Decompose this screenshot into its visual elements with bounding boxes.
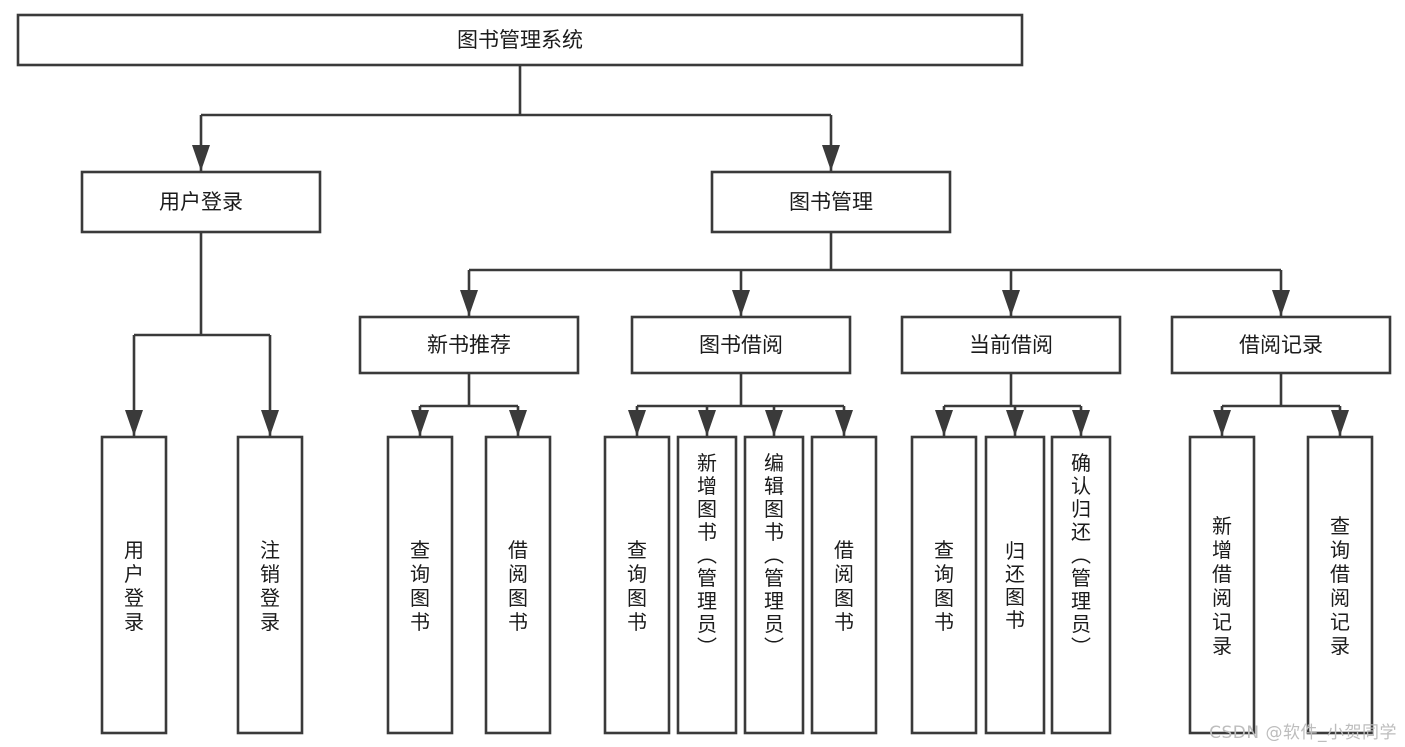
node-新增借阅记录-box[interactable]	[1188, 435, 1256, 735]
node-借阅图书-box[interactable]	[484, 435, 552, 735]
arrow-head-icon	[192, 145, 210, 171]
node-新书推荐-label: 新书推荐	[427, 333, 511, 357]
arrow-head-icon	[698, 410, 716, 436]
node-用户登录[interactable]: 用户登录	[80, 170, 322, 234]
arrow-head-icon	[509, 410, 527, 436]
node-确认归还管理员[interactable]: 确认归还︵管理员︶	[1050, 435, 1112, 735]
node-图书借阅[interactable]: 图书借阅	[630, 315, 852, 375]
node-新书推荐-box[interactable]	[358, 315, 580, 375]
node-图书借阅-box[interactable]	[630, 315, 852, 375]
node-借阅图书[interactable]: 借阅图书	[810, 435, 878, 735]
node-归还图书-box[interactable]	[984, 435, 1046, 735]
arrow-head-icon	[1006, 410, 1024, 436]
node-图书管理-box[interactable]	[710, 170, 952, 234]
node-查询借阅记录-box[interactable]	[1306, 435, 1374, 735]
node-当前借阅-box[interactable]	[900, 315, 1122, 375]
arrow-head-icon	[628, 410, 646, 436]
node-借阅记录-label: 借阅记录	[1239, 333, 1323, 357]
node-图书管理系统-box[interactable]	[16, 13, 1024, 67]
diagram-nodes-layer: 图书管理系统用户登录图书管理新书推荐图书借阅当前借阅借阅记录用户登录注销登录查询…	[16, 13, 1392, 735]
node-归还图书[interactable]: 归还图书	[984, 435, 1046, 735]
node-注销登录-box[interactable]	[236, 435, 304, 735]
node-新增图书管理员[interactable]: 新增图书︵管理员︶	[676, 435, 738, 735]
node-图书管理[interactable]: 图书管理	[710, 170, 952, 234]
arrow-head-icon	[935, 410, 953, 436]
node-归还图书-label: 归还图书	[1005, 539, 1025, 632]
node-借阅记录-box[interactable]	[1170, 315, 1392, 375]
node-确认归还管理员-label: 确认归还︵管理员︶	[1071, 451, 1091, 659]
node-用户登录[interactable]: 用户登录	[100, 435, 168, 735]
arrow-head-icon	[460, 290, 478, 316]
node-查询图书-box[interactable]	[910, 435, 978, 735]
node-查询图书-box[interactable]	[603, 435, 671, 735]
node-注销登录-label: 注销登录	[260, 538, 280, 634]
node-图书管理系统[interactable]: 图书管理系统	[16, 13, 1024, 67]
node-借阅记录[interactable]: 借阅记录	[1170, 315, 1392, 375]
node-借阅图书[interactable]: 借阅图书	[484, 435, 552, 735]
arrow-head-icon	[822, 145, 840, 171]
node-查询图书[interactable]: 查询图书	[910, 435, 978, 735]
node-借阅图书-label: 借阅图书	[508, 538, 528, 634]
node-当前借阅-label: 当前借阅	[969, 333, 1053, 357]
node-新增图书管理员-label: 新增图书︵管理员︶	[697, 451, 717, 659]
arrow-head-icon	[125, 410, 143, 436]
node-借阅图书-box[interactable]	[810, 435, 878, 735]
node-用户登录-label: 用户登录	[124, 538, 144, 634]
node-查询图书-label: 查询图书	[410, 538, 430, 634]
node-查询图书-box[interactable]	[386, 435, 454, 735]
arrow-head-icon	[835, 410, 853, 436]
arrow-head-icon	[1272, 290, 1290, 316]
arrow-head-icon	[1072, 410, 1090, 436]
node-用户登录-box[interactable]	[80, 170, 322, 234]
node-编辑图书管理员-box[interactable]	[743, 435, 805, 735]
node-查询图书-label: 查询图书	[627, 538, 647, 634]
node-查询借阅记录[interactable]: 查询借阅记录	[1306, 435, 1374, 735]
node-借阅图书-label: 借阅图书	[834, 538, 854, 634]
arrow-head-icon	[732, 290, 750, 316]
node-新书推荐[interactable]: 新书推荐	[358, 315, 580, 375]
node-查询图书[interactable]: 查询图书	[386, 435, 454, 735]
watermark-text: CSDN @软件_小贺同学	[1209, 723, 1397, 743]
node-注销登录[interactable]: 注销登录	[236, 435, 304, 735]
arrow-head-icon	[1331, 410, 1349, 436]
arrow-head-icon	[765, 410, 783, 436]
node-用户登录-label: 用户登录	[159, 190, 243, 214]
node-查询借阅记录-label: 查询借阅记录	[1330, 514, 1350, 658]
node-编辑图书管理员-label: 编辑图书︵管理员︶	[764, 451, 784, 659]
node-查询图书-label: 查询图书	[934, 538, 954, 634]
node-确认归还管理员-box[interactable]	[1050, 435, 1112, 735]
node-当前借阅[interactable]: 当前借阅	[900, 315, 1122, 375]
arrow-head-icon	[1213, 410, 1231, 436]
node-新增借阅记录-label: 新增借阅记录	[1212, 514, 1232, 658]
node-图书借阅-label: 图书借阅	[699, 333, 783, 357]
node-用户登录-box[interactable]	[100, 435, 168, 735]
connector-lines-layer	[125, 65, 1349, 436]
arrow-head-icon	[411, 410, 429, 436]
arrow-head-icon	[261, 410, 279, 436]
node-新增借阅记录[interactable]: 新增借阅记录	[1188, 435, 1256, 735]
node-查询图书[interactable]: 查询图书	[603, 435, 671, 735]
node-图书管理系统-label: 图书管理系统	[457, 28, 583, 52]
arrow-head-icon	[1002, 290, 1020, 316]
node-图书管理-label: 图书管理	[789, 190, 873, 214]
node-编辑图书管理员[interactable]: 编辑图书︵管理员︶	[743, 435, 805, 735]
node-新增图书管理员-box[interactable]	[676, 435, 738, 735]
